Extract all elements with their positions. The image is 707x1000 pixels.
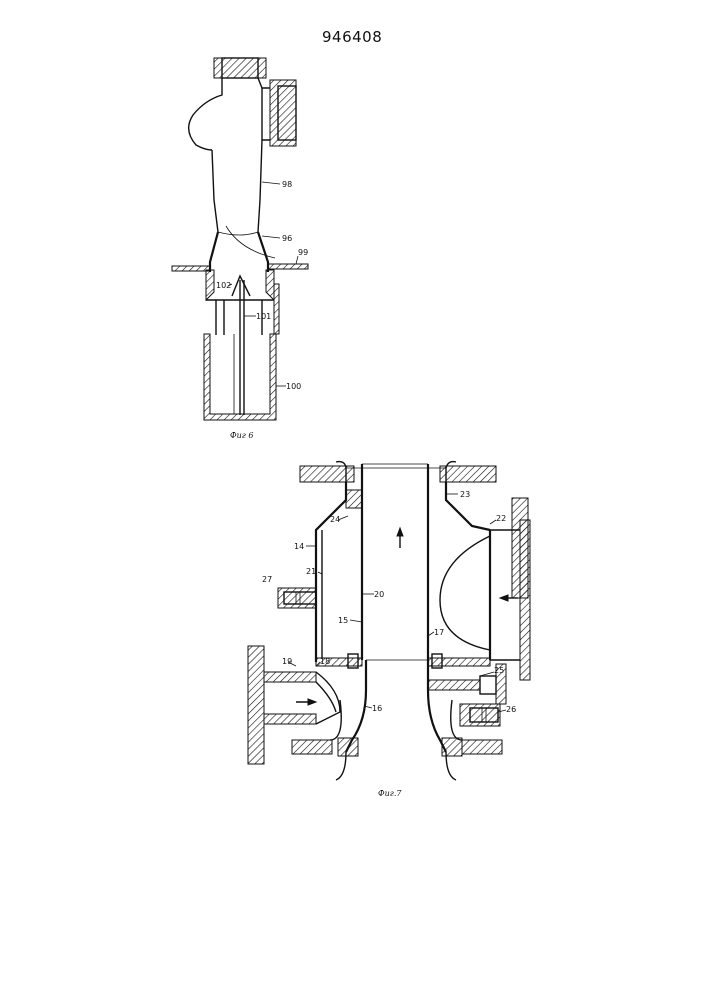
label-18: 18 (320, 657, 330, 666)
figure-7-caption: Фиг.7 (378, 789, 402, 798)
label-102: 102 (216, 281, 231, 290)
label-98: 98 (282, 180, 292, 189)
label-17: 17 (434, 628, 444, 637)
label-22: 22 (496, 514, 506, 523)
label-26: 26 (506, 705, 516, 714)
label-19: 19 (282, 657, 292, 666)
label-101: 101 (256, 312, 271, 321)
label-100: 100 (286, 382, 301, 391)
label-14: 14 (294, 542, 304, 551)
label-23: 23 (460, 490, 470, 499)
label-27: 27 (262, 575, 272, 584)
label-25: 25 (494, 666, 504, 675)
label-96: 96 (282, 234, 292, 243)
label-20: 20 (374, 590, 384, 599)
label-16: 16 (372, 704, 382, 713)
figure-6-drawing: 98 96 99 102 101 100 Фиг 6 (172, 58, 308, 440)
label-24: 24 (330, 515, 340, 524)
figure-7-drawing: 23 24 22 14 21 27 20 15 17 19 18 25 16 2… (248, 462, 530, 798)
figure-6-caption: Фиг 6 (230, 431, 253, 440)
label-21: 21 (306, 567, 316, 576)
label-99: 99 (298, 248, 308, 257)
label-15: 15 (338, 616, 348, 625)
